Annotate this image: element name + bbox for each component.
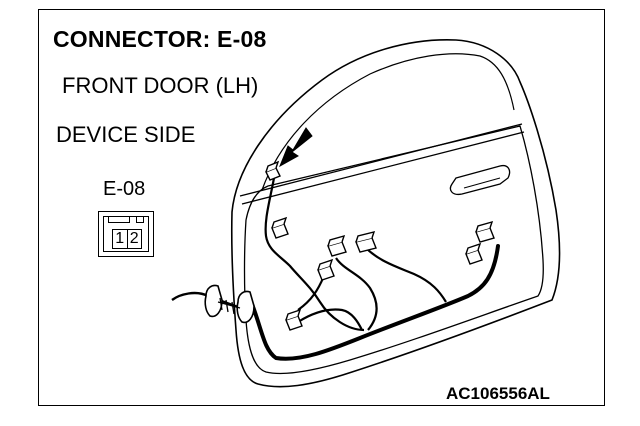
connector-e08-target xyxy=(265,160,281,181)
connector-housing: 1 2 xyxy=(103,216,149,252)
connector-f xyxy=(465,242,483,265)
harness-branch-middle xyxy=(335,257,378,331)
connector-d xyxy=(317,258,335,281)
harness-main xyxy=(250,244,500,361)
door-inner-panel xyxy=(243,125,544,375)
door-handle-lever xyxy=(463,177,501,189)
connector-face: 1 2 xyxy=(98,211,154,257)
window-frame-edge xyxy=(261,53,515,191)
connector-lock-tab xyxy=(108,217,130,223)
connector-a xyxy=(271,216,289,239)
connector-key-tab xyxy=(136,217,144,223)
connector-face-label: E-08 xyxy=(103,178,146,200)
side-label: DEVICE SIDE xyxy=(56,122,196,147)
connector-b xyxy=(327,234,347,257)
connector-pin-row: 1 2 xyxy=(112,229,142,249)
grommet-left xyxy=(204,284,223,318)
diagram-frame xyxy=(38,9,605,406)
belt-line-upper xyxy=(239,123,523,197)
harness-branch-left xyxy=(297,275,326,311)
door-handle-recess xyxy=(449,164,511,196)
indicator-arrow xyxy=(279,127,313,168)
harness-branch-lower xyxy=(297,308,363,331)
connector-pin-1: 1 xyxy=(115,230,125,247)
harness-branch-right xyxy=(365,247,447,303)
location-label: FRONT DOOR (LH) xyxy=(62,73,259,98)
connector-title: CONNECTOR: E-08 xyxy=(53,26,267,52)
belt-line-lower xyxy=(241,131,525,205)
grommet-right xyxy=(236,290,255,324)
connector-pin-2: 2 xyxy=(126,230,142,248)
corrugated-tube xyxy=(217,297,241,315)
connector-e xyxy=(475,220,495,243)
connector-g xyxy=(285,308,303,331)
figure-code: AC106556AL xyxy=(446,384,550,403)
door-outline xyxy=(230,39,561,388)
harness-branch-upper xyxy=(264,177,365,332)
connector-c xyxy=(355,231,377,253)
